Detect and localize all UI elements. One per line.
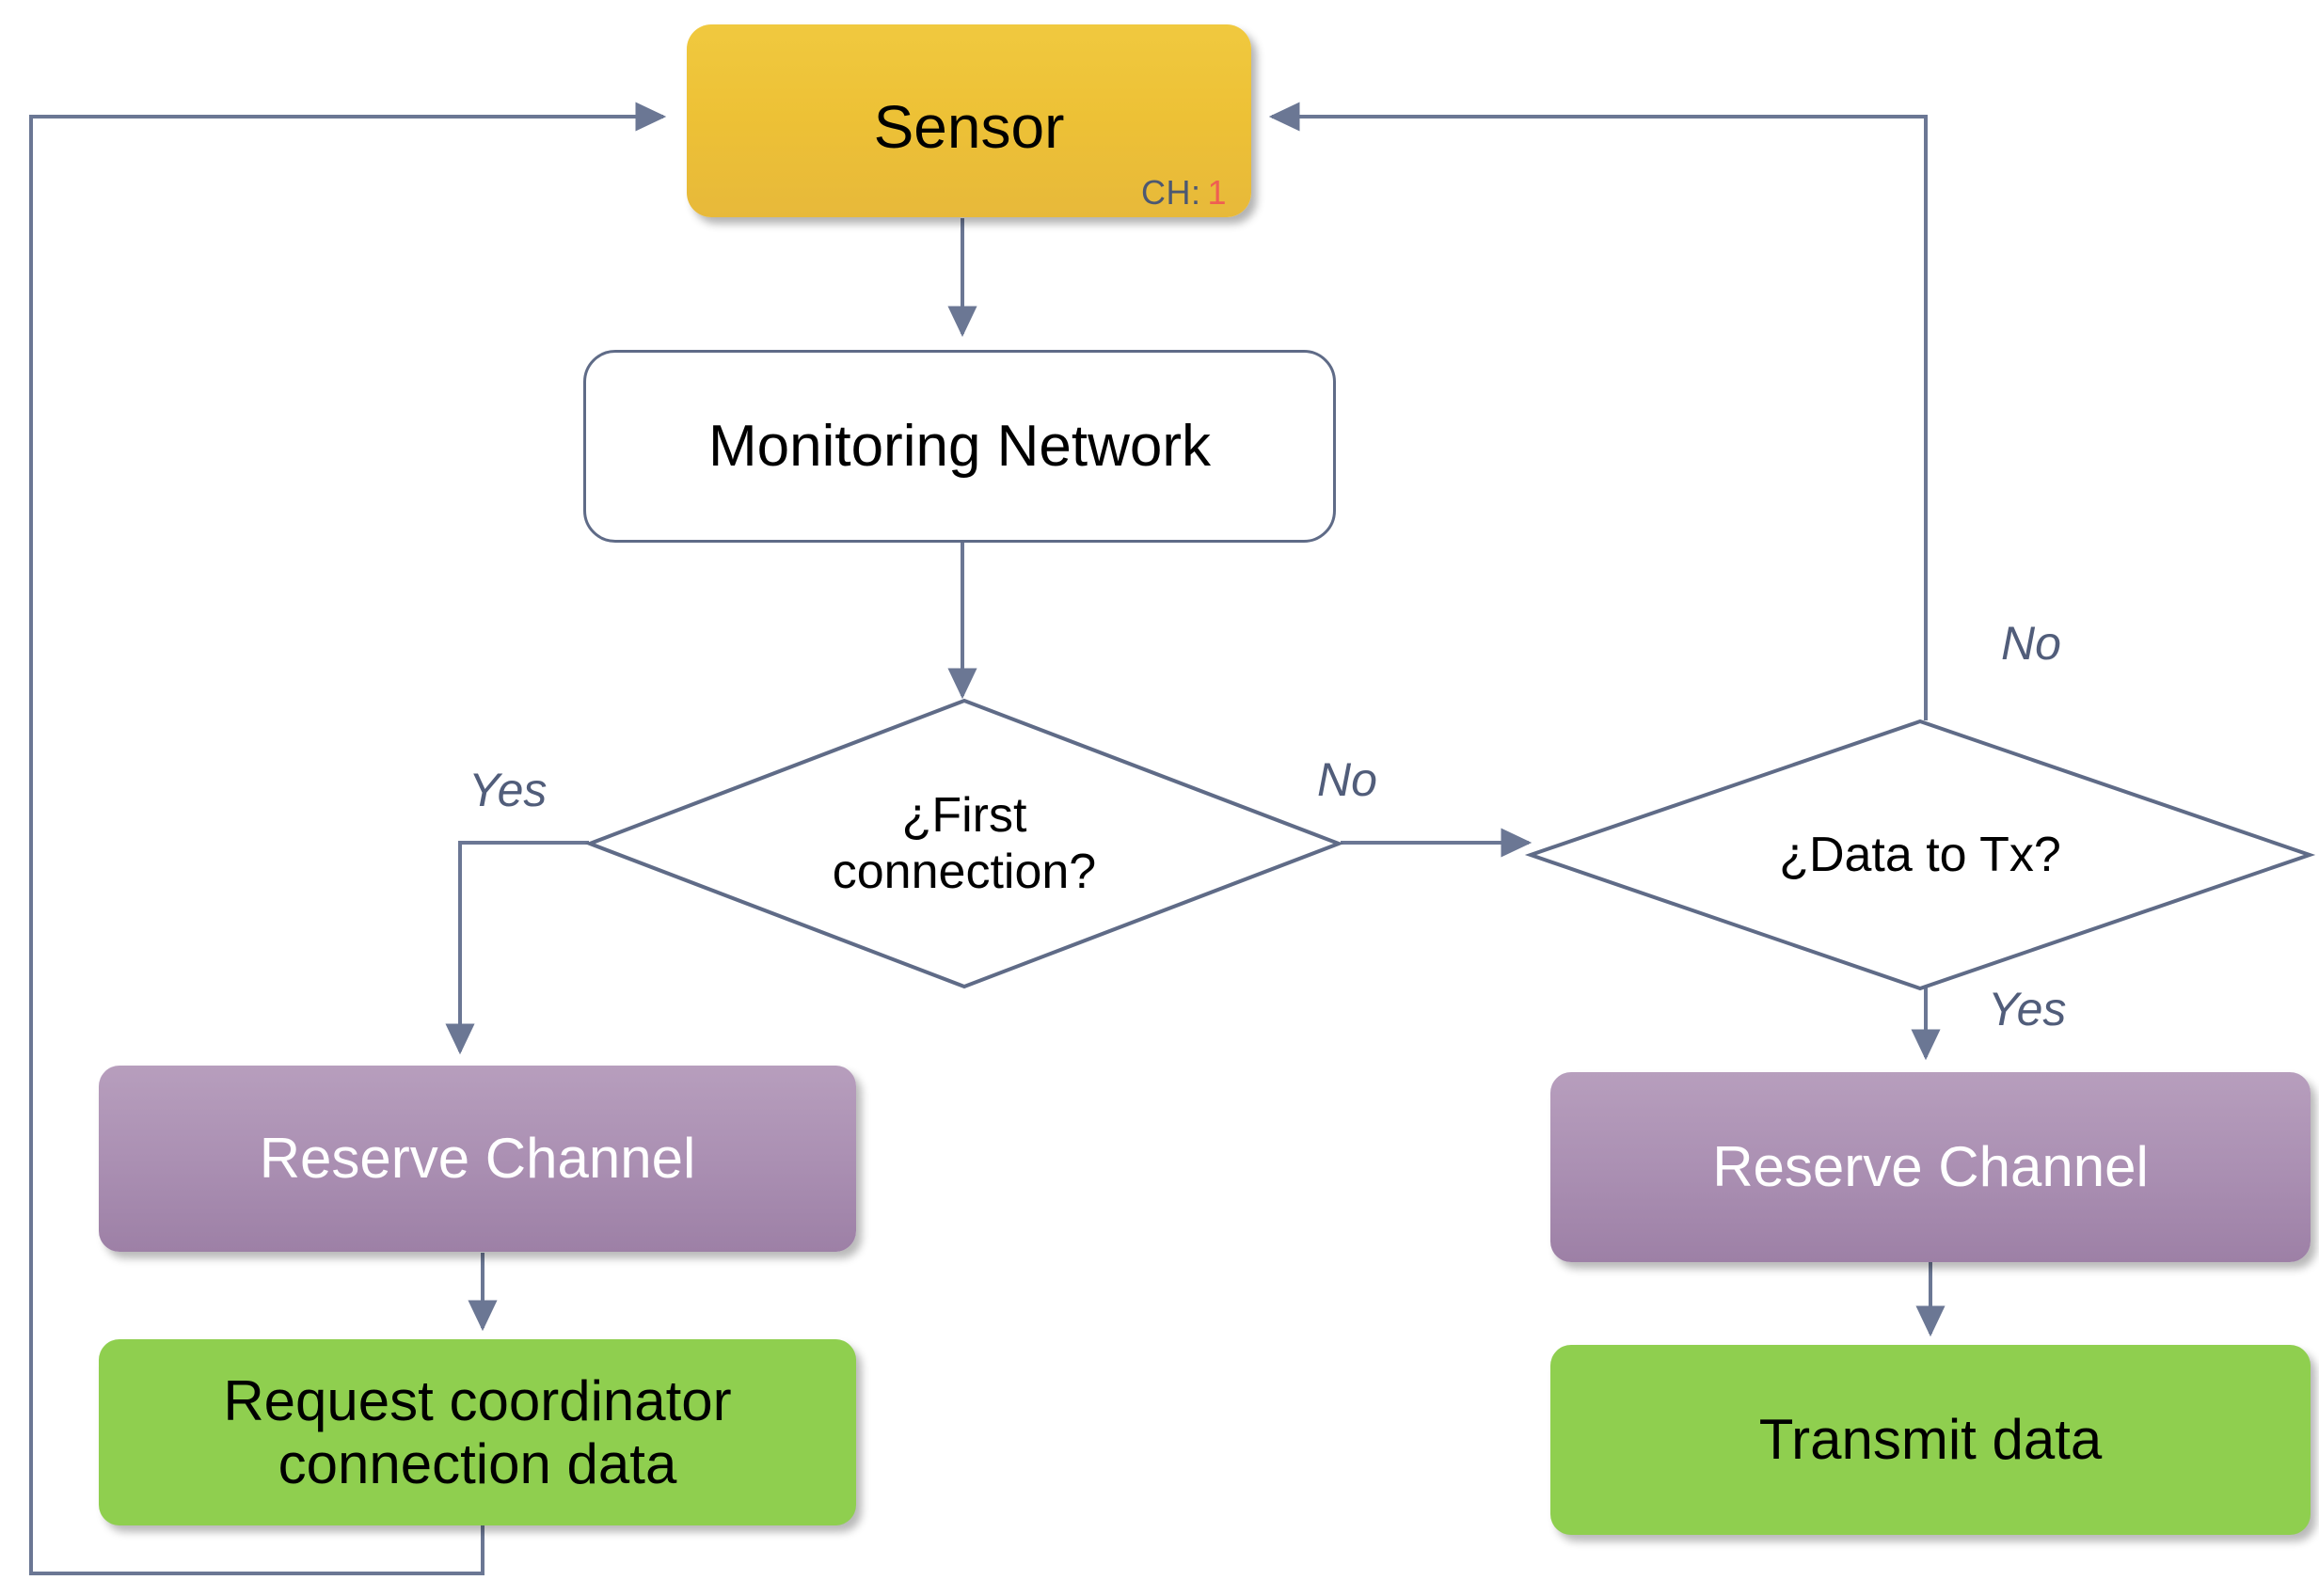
node-transmit-data[interactable]: Transmit data — [1550, 1345, 2311, 1535]
sensor-channel-readout: CH:1 — [1140, 172, 1227, 212]
node-sensor[interactable]: Sensor CH:1 — [687, 24, 1251, 217]
edge-label-data-to-tx-yes: Yes — [1988, 983, 2067, 1035]
node-monitoring-network-label: Monitoring Network — [707, 413, 1212, 479]
edge-first-connection-yes — [445, 841, 589, 1055]
edge-label-data-to-tx-no: No — [2001, 617, 2061, 670]
request-coordinator-line1: Request coordinator — [223, 1368, 732, 1432]
node-transmit-data-label: Transmit data — [1758, 1408, 2103, 1472]
diamond-shape — [1524, 719, 2316, 991]
node-decision-first-connection[interactable]: ¿First connection? — [584, 698, 1344, 989]
sensor-channel-value: 1 — [1207, 172, 1227, 212]
request-coordinator-line2: connection data — [278, 1432, 677, 1495]
node-reserve-channel-right-label: Reserve Channel — [1712, 1135, 2149, 1199]
node-request-coordinator[interactable]: Request coordinator connection data — [99, 1339, 856, 1525]
node-reserve-channel-left[interactable]: Reserve Channel — [99, 1066, 856, 1252]
sensor-channel-label: CH: — [1140, 172, 1201, 212]
node-sensor-label: Sensor — [873, 92, 1065, 161]
diamond-shape — [584, 698, 1344, 989]
edge-data-to-tx-no-loop — [1268, 102, 1928, 720]
edge-label-first-connection-yes: Yes — [469, 764, 548, 816]
node-request-coordinator-label: Request coordinator connection data — [223, 1369, 731, 1495]
node-reserve-channel-left-label: Reserve Channel — [259, 1127, 696, 1191]
node-reserve-channel-right[interactable]: Reserve Channel — [1550, 1072, 2311, 1262]
edge-label-first-connection-no: No — [1317, 753, 1377, 806]
node-decision-data-to-tx[interactable]: ¿Data to Tx? — [1524, 719, 2316, 991]
node-monitoring-network[interactable]: Monitoring Network — [583, 350, 1336, 543]
